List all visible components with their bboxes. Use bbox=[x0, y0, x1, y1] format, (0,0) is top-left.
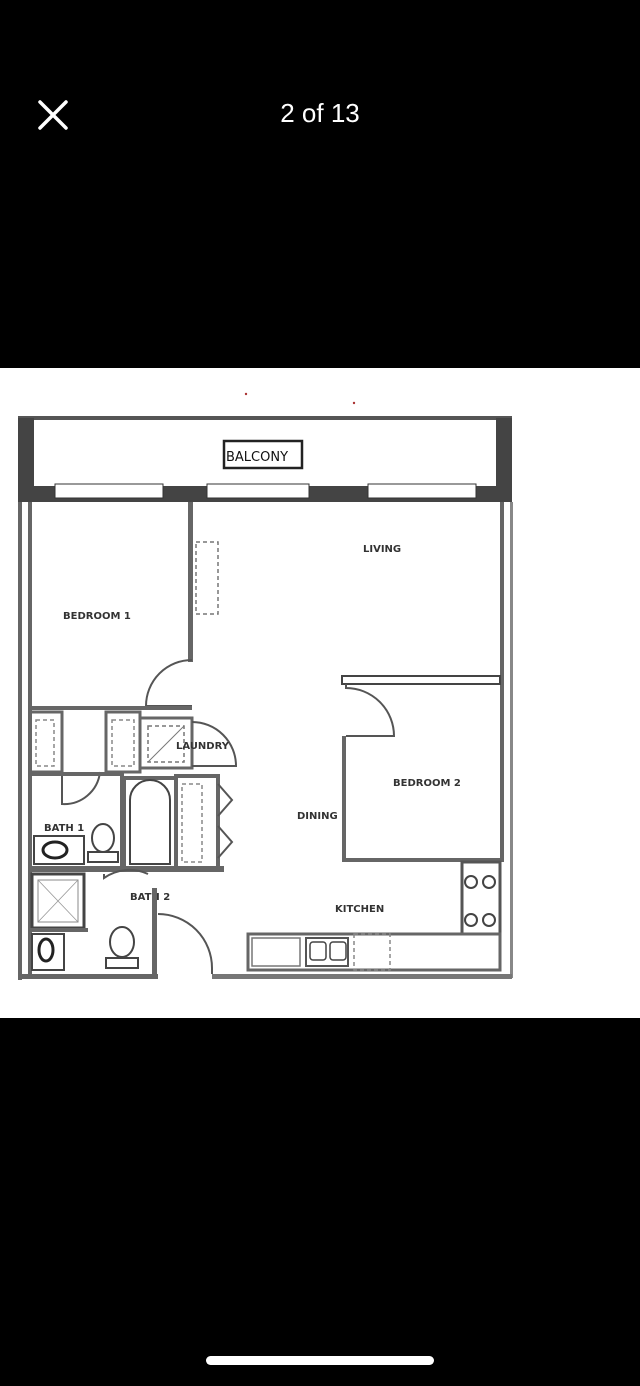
bath2-label: BATH 2 bbox=[130, 892, 170, 903]
bedroom2-label: BEDROOM 2 bbox=[393, 778, 461, 789]
close-button[interactable] bbox=[30, 92, 76, 138]
kitchen-label: KITCHEN bbox=[335, 904, 384, 915]
close-icon bbox=[38, 100, 68, 130]
living-label: LIVING bbox=[363, 544, 401, 555]
home-indicator[interactable] bbox=[206, 1356, 434, 1365]
floor-plan-drawing: BALCONY bbox=[18, 392, 513, 980]
floor-plan-image[interactable]: BALCONY bbox=[0, 368, 640, 1018]
laundry-label: LAUNDRY bbox=[176, 741, 230, 752]
bedroom1-label: BEDROOM 1 bbox=[63, 611, 131, 622]
bath1-label: BATH 1 bbox=[44, 823, 84, 834]
image-counter: 2 of 13 bbox=[280, 98, 360, 128]
balcony-label: BALCONY bbox=[226, 450, 288, 465]
dining-label: DINING bbox=[297, 811, 338, 822]
